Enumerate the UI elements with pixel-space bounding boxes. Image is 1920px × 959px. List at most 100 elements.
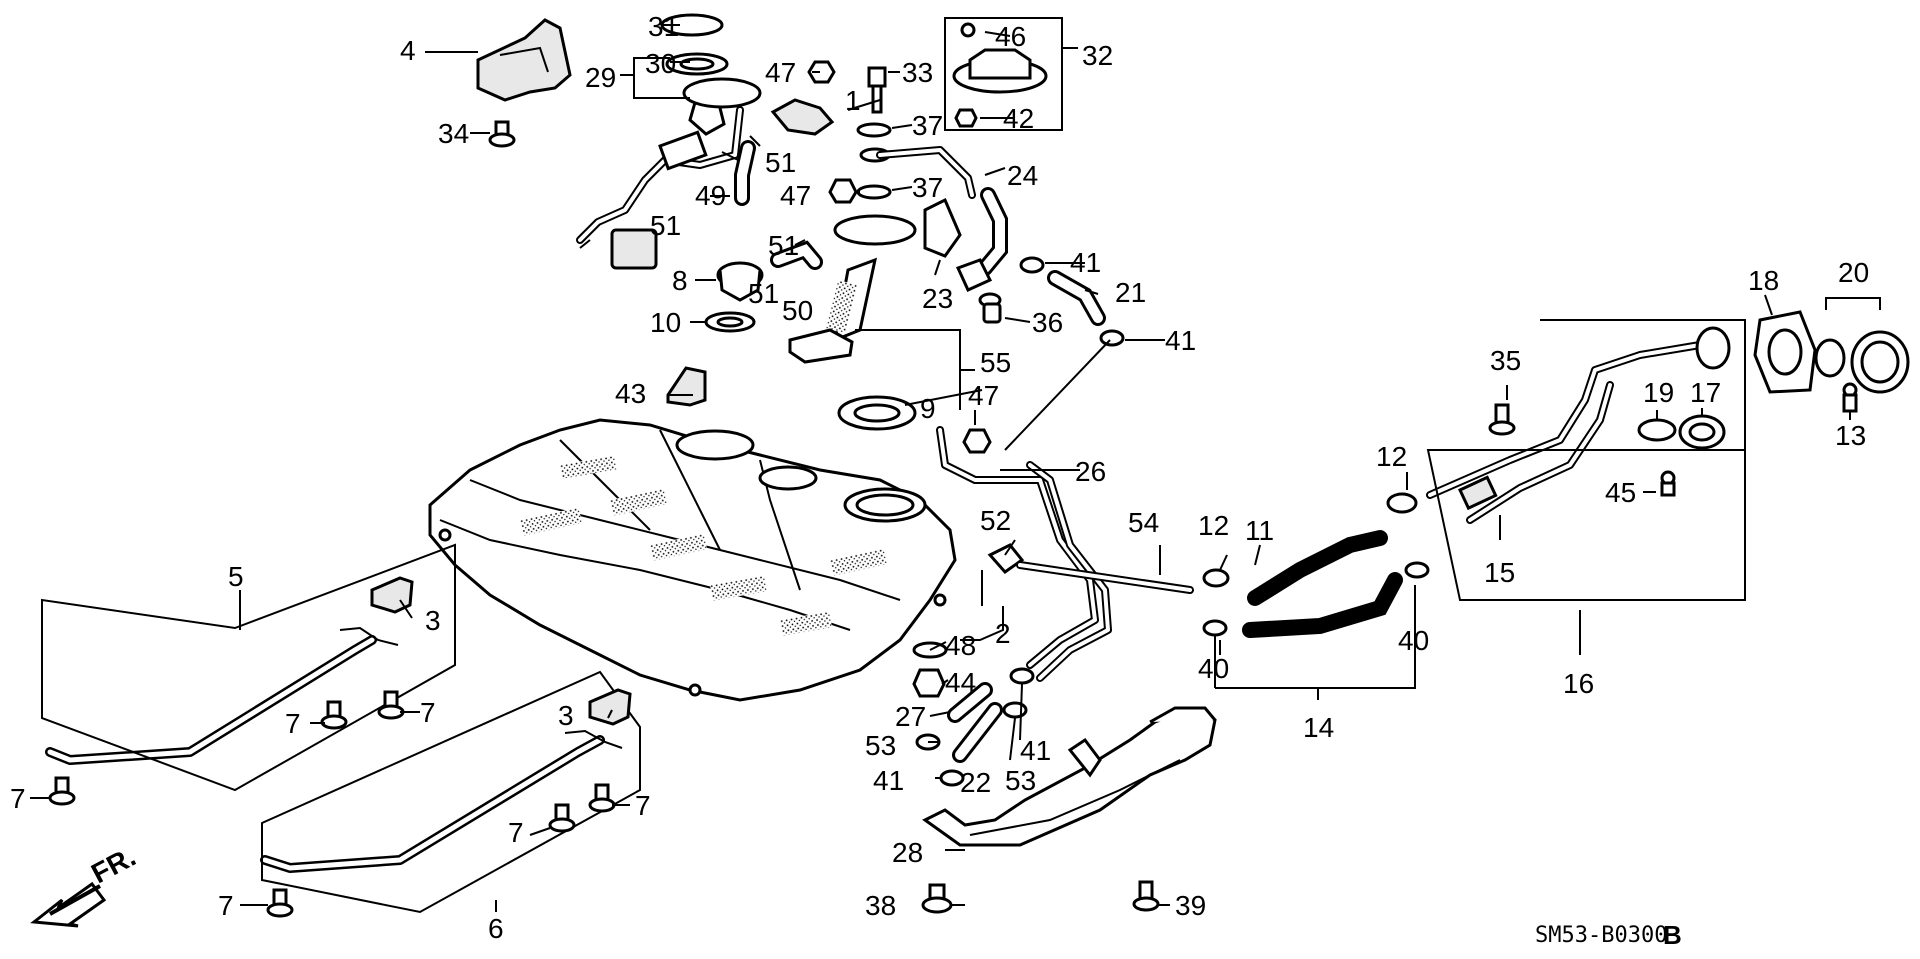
pipe-54: [1016, 561, 1194, 594]
clamp-52: [987, 543, 1025, 575]
callout-41: 41: [1165, 325, 1196, 356]
callout-32: 32: [1082, 40, 1113, 71]
tank-strap-rear: [260, 670, 641, 914]
clip-43: [666, 366, 707, 407]
callout-53: 53: [1005, 765, 1036, 796]
fuel-filler-cap: [1814, 297, 1910, 394]
clamp-19: [1637, 418, 1677, 442]
callout-48: 48: [945, 630, 976, 661]
callout-46: 46: [995, 21, 1026, 52]
nut-44: [912, 668, 946, 698]
callout-4: 4: [400, 35, 416, 66]
callout-39: 39: [1175, 890, 1206, 921]
heat-shield-bracket: [476, 18, 572, 102]
tank-protector-28: [922, 706, 1217, 847]
callout-18: 18: [1748, 265, 1779, 296]
callout-30: 30: [645, 48, 676, 79]
bracket-23: [923, 197, 962, 258]
fuel-pump-assembly: [788, 214, 917, 364]
callout-51: 51: [765, 147, 796, 178]
callout-24: 24: [1007, 160, 1038, 191]
callout-2: 2: [995, 618, 1011, 649]
callout-35: 35: [1490, 345, 1521, 376]
callout-labels: 1 2 3 3 4 5 6 7 7 7 7 7 7 8 9 10 11 12 1…: [10, 11, 1869, 944]
callout-55: 55: [980, 347, 1011, 378]
callout-19: 19: [1643, 377, 1674, 408]
callout-27: 27: [895, 701, 926, 732]
strap-bracket-3b: [588, 688, 632, 726]
bolt-35: [1488, 403, 1516, 436]
leader-lines: [30, 24, 1851, 912]
callout-41: 41: [1070, 247, 1101, 278]
tank-strap-front: [41, 543, 456, 792]
callout-37: 37: [912, 172, 943, 203]
callout-11: 11: [1245, 515, 1274, 546]
callout-51: 51: [768, 230, 799, 261]
screw-45: [1660, 470, 1676, 497]
callout-6: 6: [488, 913, 504, 944]
callout-10: 10: [650, 307, 681, 338]
callout-23: 23: [922, 283, 953, 314]
callout-15: 15: [1484, 557, 1515, 588]
callout-7: 7: [10, 783, 26, 814]
callout-40: 40: [1398, 625, 1429, 656]
pump-mount-1: [770, 98, 835, 136]
callout-12: 12: [1376, 441, 1407, 472]
callout-52: 52: [980, 505, 1011, 536]
nut-47: [807, 60, 992, 454]
callout-31: 31: [648, 11, 679, 42]
callout-16: 16: [1563, 668, 1594, 699]
bolt-39: [1132, 880, 1160, 912]
front-direction-arrow-icon: [30, 881, 107, 928]
drawing-code: SM53-B0300: [1535, 923, 1667, 948]
callout-42: 42: [1003, 103, 1034, 134]
callout-47: 47: [780, 180, 811, 211]
callout-34: 34: [438, 118, 469, 149]
fuel-tank: [428, 418, 957, 702]
callout-12: 12: [1198, 510, 1229, 541]
callout-8: 8: [672, 265, 688, 296]
callout-53: 53: [865, 730, 896, 761]
breather-hose-14: [1242, 572, 1403, 638]
callout-7: 7: [508, 817, 524, 848]
callout-29: 29: [585, 62, 616, 93]
hose-clamp-41: [939, 256, 1125, 787]
callout-3: 3: [425, 605, 441, 636]
callout-44: 44: [945, 667, 976, 698]
front-direction-label: FR.: [86, 841, 140, 890]
lock-ring-9: [837, 395, 917, 431]
vent-pipe-26: [936, 339, 1112, 682]
callout-41: 41: [873, 765, 904, 796]
washer-37: [856, 122, 892, 200]
callout-7: 7: [285, 708, 301, 739]
pressure-regulator-group: [944, 17, 1063, 131]
fuel-cutoff-valve: [716, 261, 764, 302]
callout-40: 40: [1198, 653, 1229, 684]
callout-28: 28: [892, 837, 923, 868]
callout-36: 36: [1032, 307, 1063, 338]
callout-1: 1: [845, 85, 861, 116]
drawing-code-suffix: B: [1663, 920, 1682, 950]
callout-5: 5: [228, 561, 244, 592]
callout-9: 9: [920, 393, 936, 424]
callout-49: 49: [695, 180, 726, 211]
hose-clamp-12: [1202, 492, 1418, 588]
callout-20: 20: [1838, 257, 1869, 288]
callout-13: 13: [1835, 420, 1866, 451]
callout-14: 14: [1303, 712, 1334, 743]
valve-seal-10: [704, 311, 756, 333]
clamp-53: [915, 701, 1028, 751]
callout-17: 17: [1690, 377, 1721, 408]
callout-41: 41: [1020, 735, 1051, 766]
bolt-7: [48, 690, 616, 918]
filler-flange-18: [1753, 310, 1817, 394]
callout-38: 38: [865, 890, 896, 921]
callout-47: 47: [968, 380, 999, 411]
fuel-filler-neck: [1426, 319, 1746, 601]
callout-45: 45: [1605, 477, 1636, 508]
callout-37: 37: [912, 110, 943, 141]
callout-43: 43: [615, 378, 646, 409]
screw-13: [1842, 382, 1858, 413]
callout-7: 7: [420, 697, 436, 728]
